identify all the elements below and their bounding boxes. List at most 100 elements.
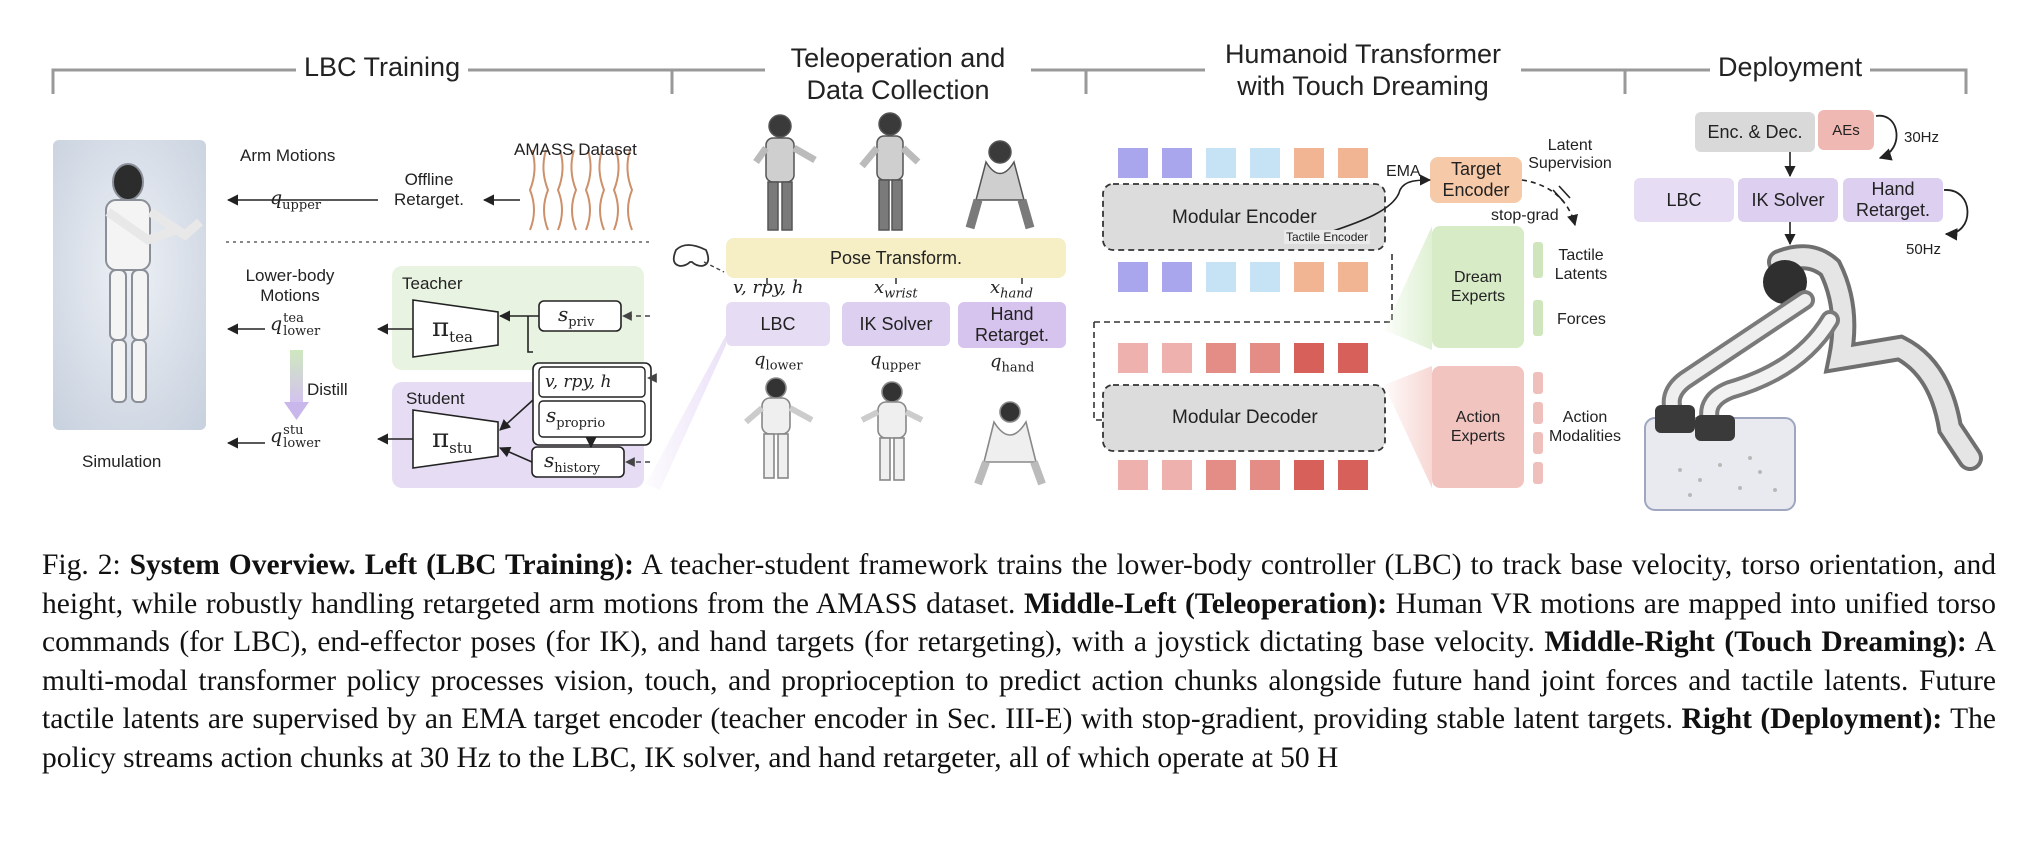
token-square (1206, 460, 1236, 490)
ema-label: EMA (1386, 163, 1421, 180)
joystick-icon (672, 244, 710, 267)
token-square (1162, 262, 1192, 292)
top-token-row-2 (1118, 262, 1368, 292)
token-square (1118, 148, 1148, 178)
token-square (1250, 460, 1280, 490)
caption-bold-3: Middle-Right (Touch Dreaming): (1544, 626, 1967, 658)
s-proprio-label: sproprio (546, 403, 606, 431)
pi-tea-label: πtea (432, 313, 473, 347)
figure-lines (51, 68, 1983, 511)
token-square (1206, 262, 1236, 292)
forces-label: Forces (1557, 311, 1606, 328)
v-rpy-h-input-label: v, rpy, h (545, 372, 612, 392)
simulation-background (53, 140, 206, 430)
teacher-label: Teacher (402, 274, 463, 293)
token-square (1162, 460, 1192, 490)
robot-figures-teleop (744, 377, 1046, 486)
tactile-encoder-label: Tactile Encoder (1284, 230, 1371, 244)
teleop-q-upper-label: qupper (870, 349, 921, 374)
teleop-q-lower-label: qlower (754, 349, 803, 374)
caption-fig-number: Fig. 2: (42, 549, 130, 581)
bottom-token-row-2 (1118, 460, 1368, 490)
aes-bg (1818, 110, 1874, 150)
pi-stu-shape (412, 409, 499, 469)
stop-grad-label: stop-grad (1491, 207, 1559, 224)
token-square (1118, 262, 1148, 292)
teleop-q-hand-label: qhand (990, 351, 1035, 376)
teleop-ik-solver-box: IK Solver (842, 302, 950, 346)
deploy-lbc-box: LBC (1666, 189, 1702, 210)
caption-fade-overlay (1510, 760, 2036, 820)
human-figures (753, 112, 1035, 231)
token-square (1118, 460, 1148, 490)
50hz-label: 50Hz (1906, 241, 1942, 258)
enc-dec-bg (1695, 112, 1815, 152)
amass-dataset-label: AMASS Dataset (514, 140, 637, 159)
30hz-label: 30Hz (1904, 129, 1940, 146)
caption-text-2: Human VR motions are mapped into unified… (42, 587, 1996, 659)
action-experts-bg (1432, 366, 1524, 488)
token-square (1162, 343, 1192, 373)
caption-bold-4: Right (Deployment): (1681, 703, 1943, 735)
token-square (1206, 148, 1236, 178)
expert-output-bars (1533, 242, 1543, 484)
deployment-robot-photo (1644, 244, 1983, 511)
modular-decoder-box (1102, 384, 1386, 452)
token-square (1294, 343, 1324, 373)
dream-experts-bg (1432, 226, 1524, 348)
pi-stu-label: πstu (432, 424, 473, 458)
teleop-lbc-box: LBC (726, 302, 830, 346)
token-square (1294, 262, 1324, 292)
s-history-label: shistory (544, 448, 601, 476)
token-square (1162, 148, 1192, 178)
caption-bold-1: System Overview. Left (LBC Training): (129, 549, 634, 581)
distill-bar (290, 350, 303, 402)
token-square (1294, 460, 1324, 490)
modular-encoder-label: Modular Encoder (1172, 207, 1317, 228)
token-square (1118, 343, 1148, 373)
bottom-token-row-1 (1118, 343, 1368, 373)
caption-text-4: The policy streams action chunks at 30 H… (42, 703, 1996, 774)
section-title-lbc-training: LBC Training (296, 51, 469, 83)
distill-label: Distill (307, 380, 348, 399)
pose-transform-bg (726, 238, 1066, 278)
enc-dec-box: Enc. & Dec. (1707, 121, 1803, 142)
target-encoder-bg (1430, 157, 1522, 203)
token-square (1250, 148, 1280, 178)
deploy-ik-solver-box: IK Solver (1751, 189, 1825, 210)
pose-transform-box: Pose Transform. (829, 247, 963, 268)
amass-motion-figures (528, 149, 634, 231)
aes-box: AEs (1832, 121, 1860, 139)
token-square (1250, 343, 1280, 373)
caption-text-3: A multi-modal transformer policy process… (42, 626, 1996, 735)
pi-tea-shape (412, 299, 499, 358)
s-priv-label: spriv (558, 302, 595, 330)
token-square (1338, 343, 1368, 373)
section-title-deployment: Deployment (1710, 51, 1871, 83)
simulation-label: Simulation (82, 452, 162, 471)
token-square (1294, 148, 1324, 178)
top-token-row-1 (1118, 148, 1368, 178)
x-hand-label: xhand (990, 277, 1033, 302)
x-wrist-label: xwrist (874, 277, 918, 302)
sim-robot-figure (105, 163, 203, 403)
token-square (1338, 460, 1368, 490)
figure-caption: Fig. 2: System Overview. Left (LBC Train… (42, 546, 1996, 777)
student-label: Student (406, 389, 465, 408)
modular-decoder-label: Modular Decoder (1172, 407, 1318, 428)
